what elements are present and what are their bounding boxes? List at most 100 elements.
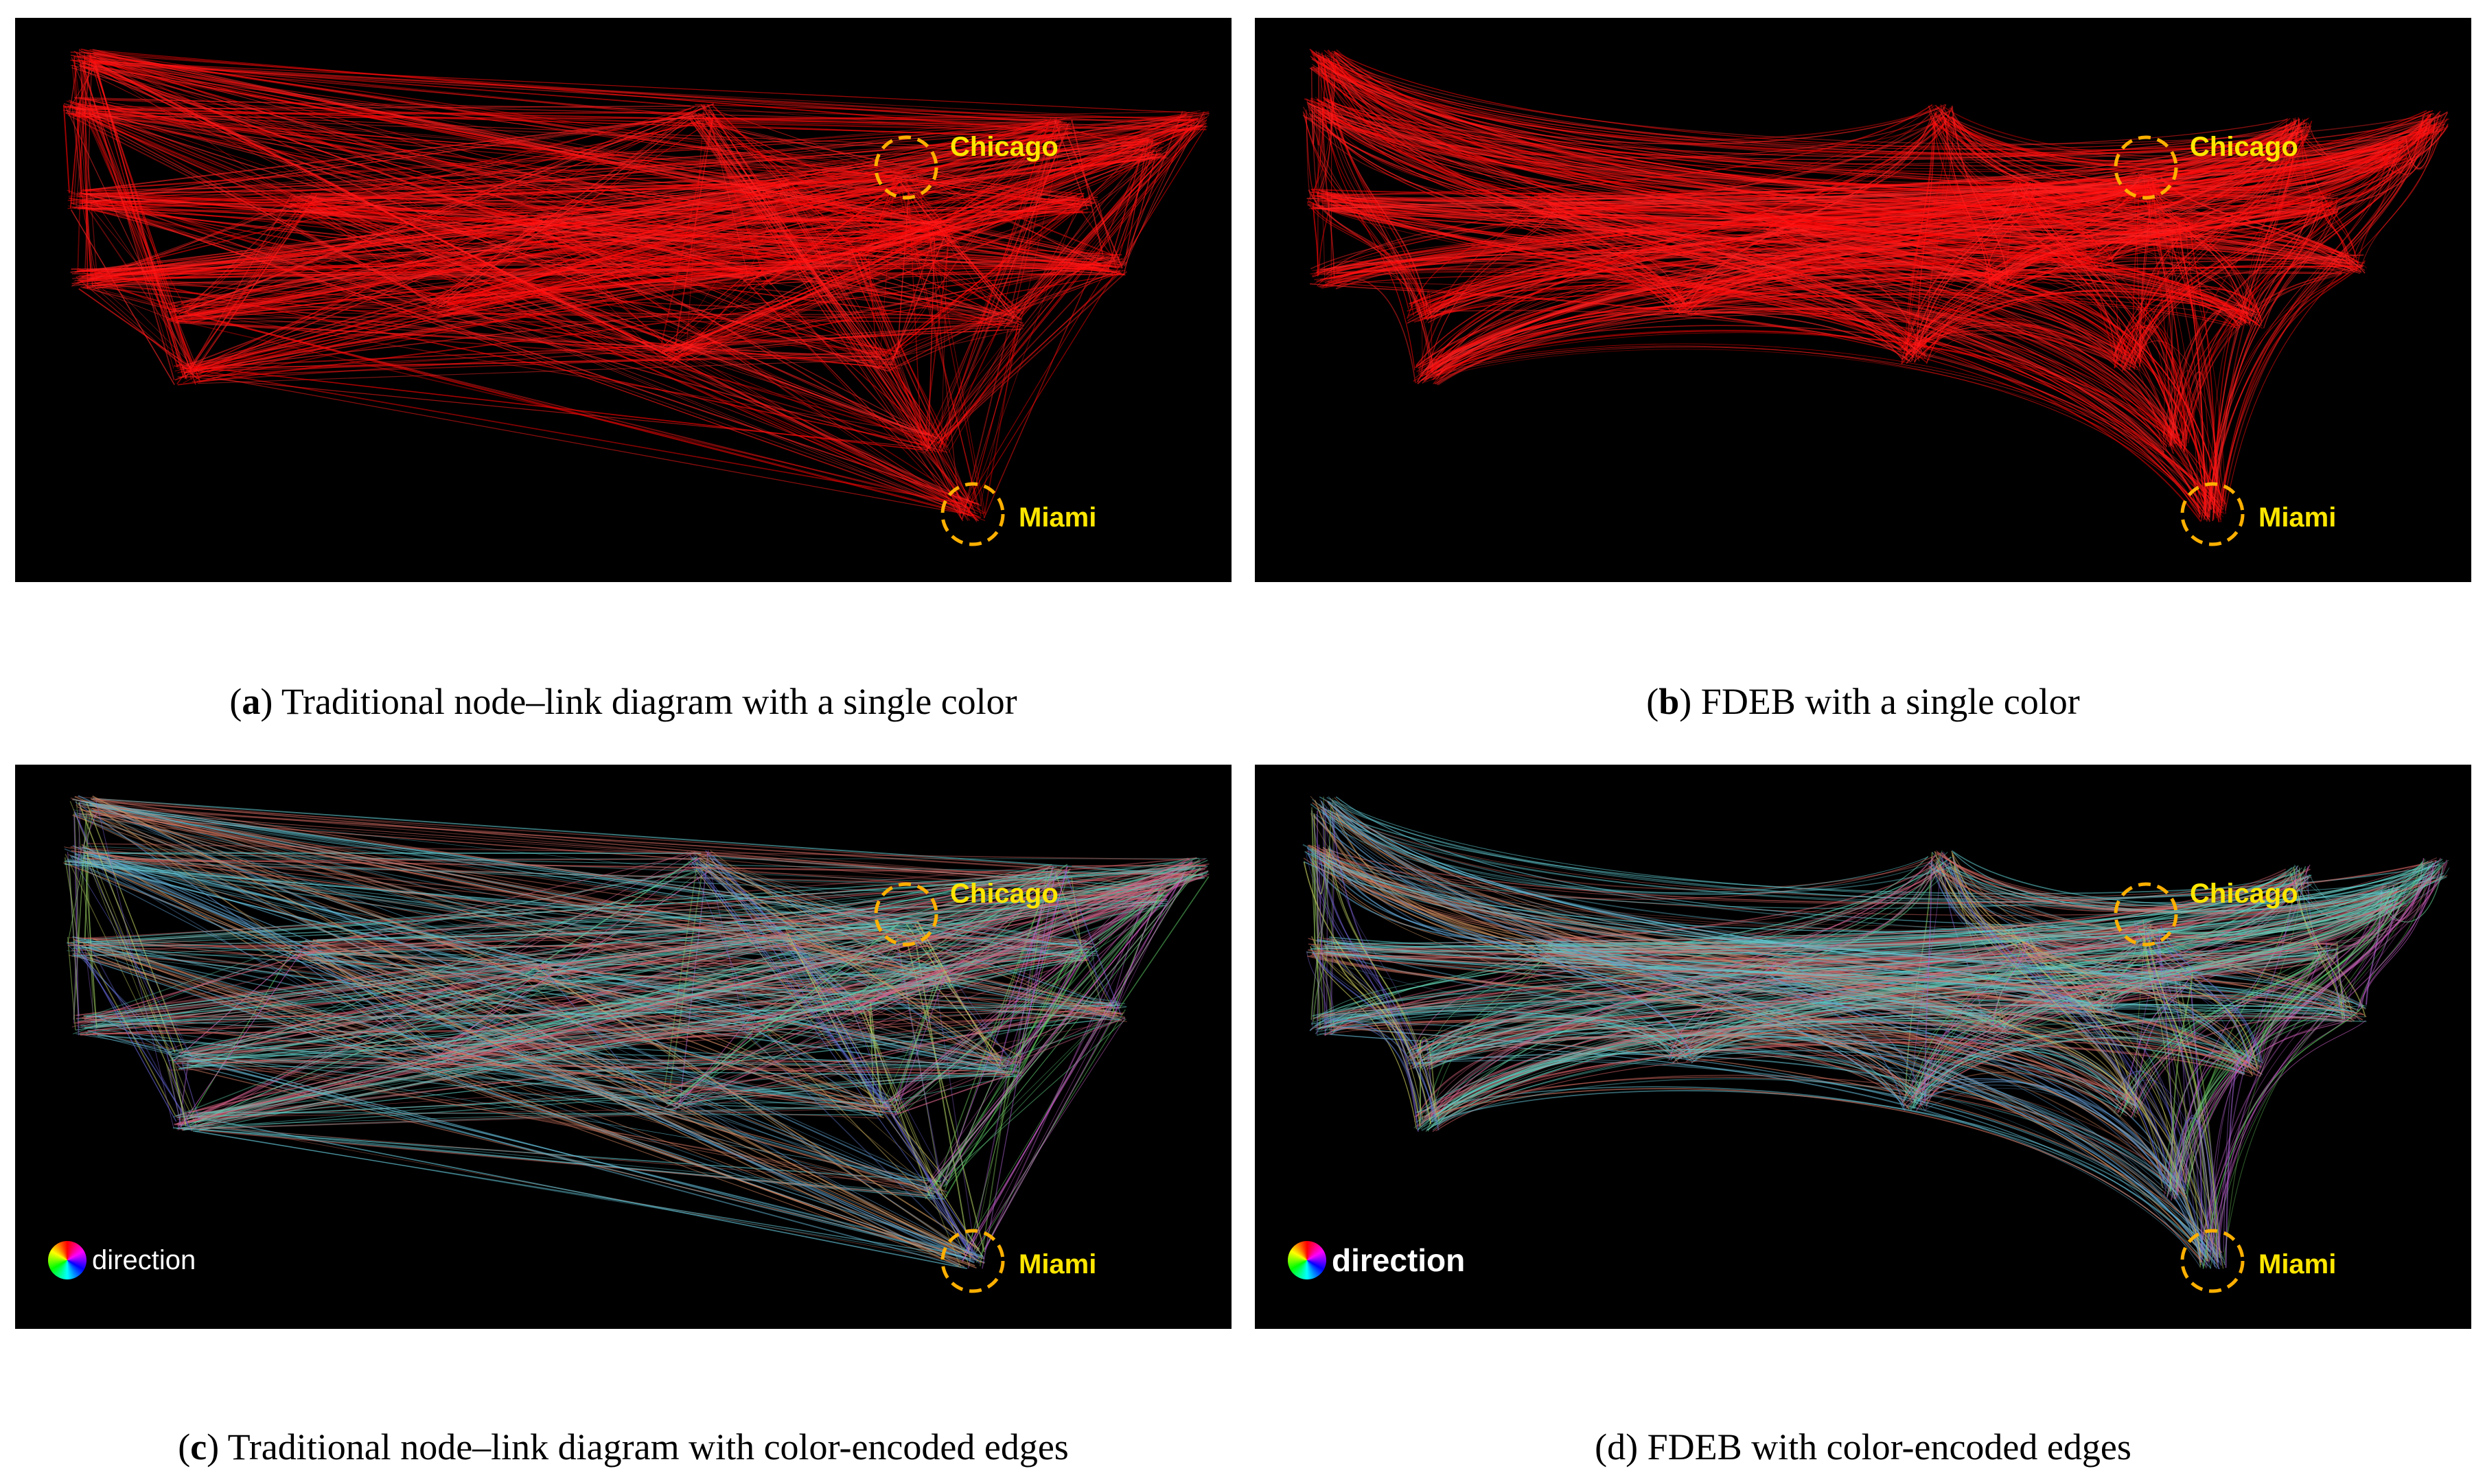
edge: [883, 255, 1112, 361]
edge: [663, 279, 747, 353]
edge: [194, 112, 695, 381]
edge: [1535, 947, 1772, 975]
edge: [890, 309, 1010, 360]
edge: [1545, 206, 2201, 518]
edge: [524, 953, 1074, 965]
edge: [2199, 872, 2440, 1254]
edge: [1789, 215, 2237, 329]
edge: [82, 111, 189, 316]
edge: [2298, 867, 2327, 956]
edge: [2015, 942, 2183, 1189]
edge: [1313, 151, 2391, 275]
edge: [1948, 859, 2024, 933]
edge: [1069, 115, 1205, 137]
edge: [923, 224, 952, 443]
edge: [1779, 944, 2031, 979]
miami-label: Miami: [1019, 502, 1097, 533]
edge: [86, 812, 93, 1019]
edge: [1320, 252, 1985, 277]
edge: [434, 1045, 928, 1184]
edge: [2142, 938, 2201, 1268]
edge: [198, 374, 973, 516]
edge: [743, 266, 1123, 286]
edge: [1319, 56, 2287, 154]
edge: [660, 118, 713, 345]
edge: [1413, 200, 2323, 304]
edge: [915, 129, 1188, 185]
edge: [71, 104, 82, 196]
edge: [764, 128, 1186, 278]
edge: [1552, 949, 2353, 1004]
edge: [1312, 65, 1326, 199]
edge: [671, 345, 879, 368]
edge: [2007, 1020, 2164, 1188]
edge: [430, 1060, 667, 1102]
edge: [1415, 860, 2429, 1123]
edge: [706, 117, 763, 273]
edge: [1307, 955, 2131, 1111]
edge: [84, 202, 931, 222]
edge: [1337, 269, 1928, 358]
edge: [947, 200, 1085, 447]
edge: [67, 112, 690, 115]
edge: [1984, 185, 2037, 277]
edge: [1429, 856, 1929, 1052]
edge: [437, 117, 692, 309]
edge: [1318, 108, 2327, 198]
edge: [1330, 1019, 2114, 1102]
edge: [689, 855, 982, 1263]
edge: [900, 929, 1083, 947]
edge: [1321, 62, 1939, 145]
edge: [1420, 964, 1778, 1127]
edge: [1324, 111, 1415, 371]
edge: [90, 944, 935, 1194]
edge: [705, 859, 1116, 1020]
edge: [887, 257, 1103, 372]
edge: [772, 942, 855, 1001]
edge: [1925, 1088, 2206, 1268]
highlight-layer: [2114, 135, 2245, 546]
edge: [1987, 275, 2135, 369]
edge: [86, 114, 1193, 288]
edge: [1019, 949, 1083, 1075]
edge: [1328, 106, 1788, 220]
edge: [2173, 1117, 2219, 1269]
edge: [2170, 986, 2257, 1068]
edge: [1315, 105, 1935, 277]
edge: [1949, 859, 2096, 1012]
edge: [1324, 944, 1413, 1062]
edge: [199, 1129, 927, 1197]
edge: [188, 154, 1142, 373]
edge: [80, 67, 779, 187]
edge: [1319, 111, 2030, 185]
edge: [91, 810, 1080, 957]
edge: [1310, 803, 1951, 894]
edge: [1324, 1017, 2255, 1069]
edge: [2169, 129, 2308, 440]
edge: [1408, 229, 2191, 304]
edge: [82, 60, 672, 363]
edge: [192, 326, 999, 382]
edge: [1549, 892, 2384, 950]
edge: [702, 109, 1053, 121]
edge: [853, 153, 1155, 251]
edge: [1311, 58, 2362, 273]
edge: [1331, 1019, 2176, 1188]
edge: [2110, 866, 2440, 1001]
edge: [1316, 949, 2364, 1015]
edge: [439, 1046, 897, 1102]
edge: [1331, 258, 1685, 300]
edge: [1316, 807, 1327, 1035]
edge: [1425, 940, 1555, 1117]
edge: [83, 809, 92, 848]
edge: [314, 198, 1085, 212]
edge: [669, 1062, 1024, 1111]
edge: [90, 813, 708, 857]
edge: [1310, 97, 2183, 450]
edge: [1435, 1054, 2140, 1132]
edge: [904, 872, 1207, 939]
edge: [687, 860, 947, 1183]
edge: [1694, 876, 2443, 1053]
edge: [305, 941, 962, 1266]
edge: [767, 1017, 1010, 1063]
